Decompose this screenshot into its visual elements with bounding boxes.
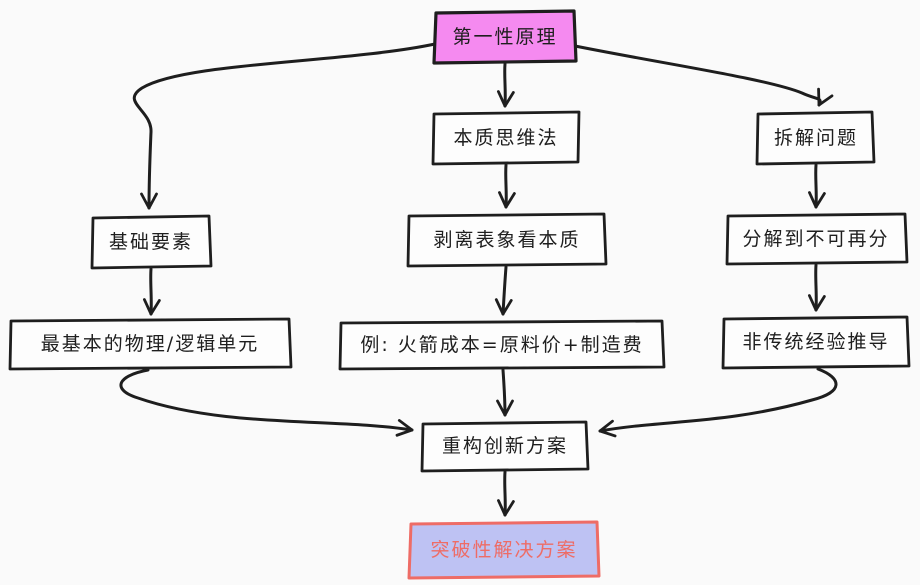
node-basic-elements-label: 基础要素 [109,231,193,253]
node-strip-appearance-box[interactable] [406,212,608,268]
node-rebuild-innovation-label: 重构创新方案 [442,435,568,457]
node-basic-elements-box[interactable] [90,214,213,270]
edge-basic-elements-to-basic-units[interactable] [142,267,161,316]
edges [119,42,838,517]
node-non-traditional-box[interactable] [721,315,911,370]
node-decompose-problem[interactable]: 拆解问题 [755,110,876,166]
nodes: 第一性原理 本质思维法 拆解问题 基础要素 剥离表象看本质 分解到不可再分 最基… [8,9,911,580]
node-breakthrough-solution-box[interactable] [407,520,601,580]
node-rocket-example[interactable]: 例: 火箭成本=原料价+制造费 [338,319,666,371]
node-essence-method-box[interactable] [431,110,581,166]
edge-first-principles-to-decompose-problem[interactable] [573,44,834,107]
edge-rebuild-innovation-to-breakthrough-solution[interactable] [497,470,515,517]
node-first-principles-box[interactable] [432,9,578,65]
node-strip-appearance[interactable]: 剥离表象看本质 [406,212,608,268]
node-basic-elements[interactable]: 基础要素 [90,214,213,270]
node-decompose-indivisible-box[interactable] [725,212,909,266]
node-decompose-problem-box[interactable] [755,110,876,166]
node-strip-appearance-label: 剥离表象看本质 [433,229,580,251]
edge-rocket-example-to-rebuild-innovation[interactable] [496,368,514,417]
node-first-principles-label: 第一性原理 [452,26,557,48]
node-rebuild-innovation[interactable]: 重构创新方案 [420,420,590,473]
node-non-traditional-label: 非传统经验推导 [742,331,889,353]
edge-essence-method-to-strip-appearance[interactable] [498,163,516,209]
node-decompose-indivisible[interactable]: 分解到不可再分 [725,212,909,266]
node-essence-method-label: 本质思维法 [453,127,558,149]
node-first-principles[interactable]: 第一性原理 [432,9,578,65]
edge-first-principles-to-basic-elements[interactable] [132,42,437,210]
node-rocket-example-box[interactable] [338,319,666,371]
edge-strip-appearance-to-rocket-example[interactable] [494,265,513,316]
edge-first-principles-to-essence-method[interactable] [496,62,515,108]
node-essence-method[interactable]: 本质思维法 [431,110,581,166]
edge-decompose-problem-to-decompose-indivisible[interactable] [808,163,826,209]
node-rebuild-innovation-box[interactable] [420,420,590,473]
node-rocket-example-label: 例: 火箭成本=原料价+制造费 [360,334,643,356]
edge-decompose-indivisible-to-non-traditional[interactable] [807,263,826,312]
node-decompose-indivisible-label: 分解到不可再分 [742,228,889,250]
node-non-traditional[interactable]: 非传统经验推导 [721,315,911,370]
node-decompose-problem-label: 拆解问题 [774,127,858,149]
edge-basic-units-to-rebuild-innovation[interactable] [119,368,414,437]
edge-non-traditional-to-rebuild-innovation[interactable] [598,367,838,438]
node-breakthrough-solution-label: 突破性解决方案 [430,539,577,561]
node-breakthrough-solution[interactable]: 突破性解决方案 [407,520,601,580]
node-basic-units[interactable]: 最基本的物理/逻辑单元 [8,317,293,371]
node-basic-units-box[interactable] [8,317,293,371]
node-basic-units-label: 最基本的物理/逻辑单元 [41,333,259,355]
